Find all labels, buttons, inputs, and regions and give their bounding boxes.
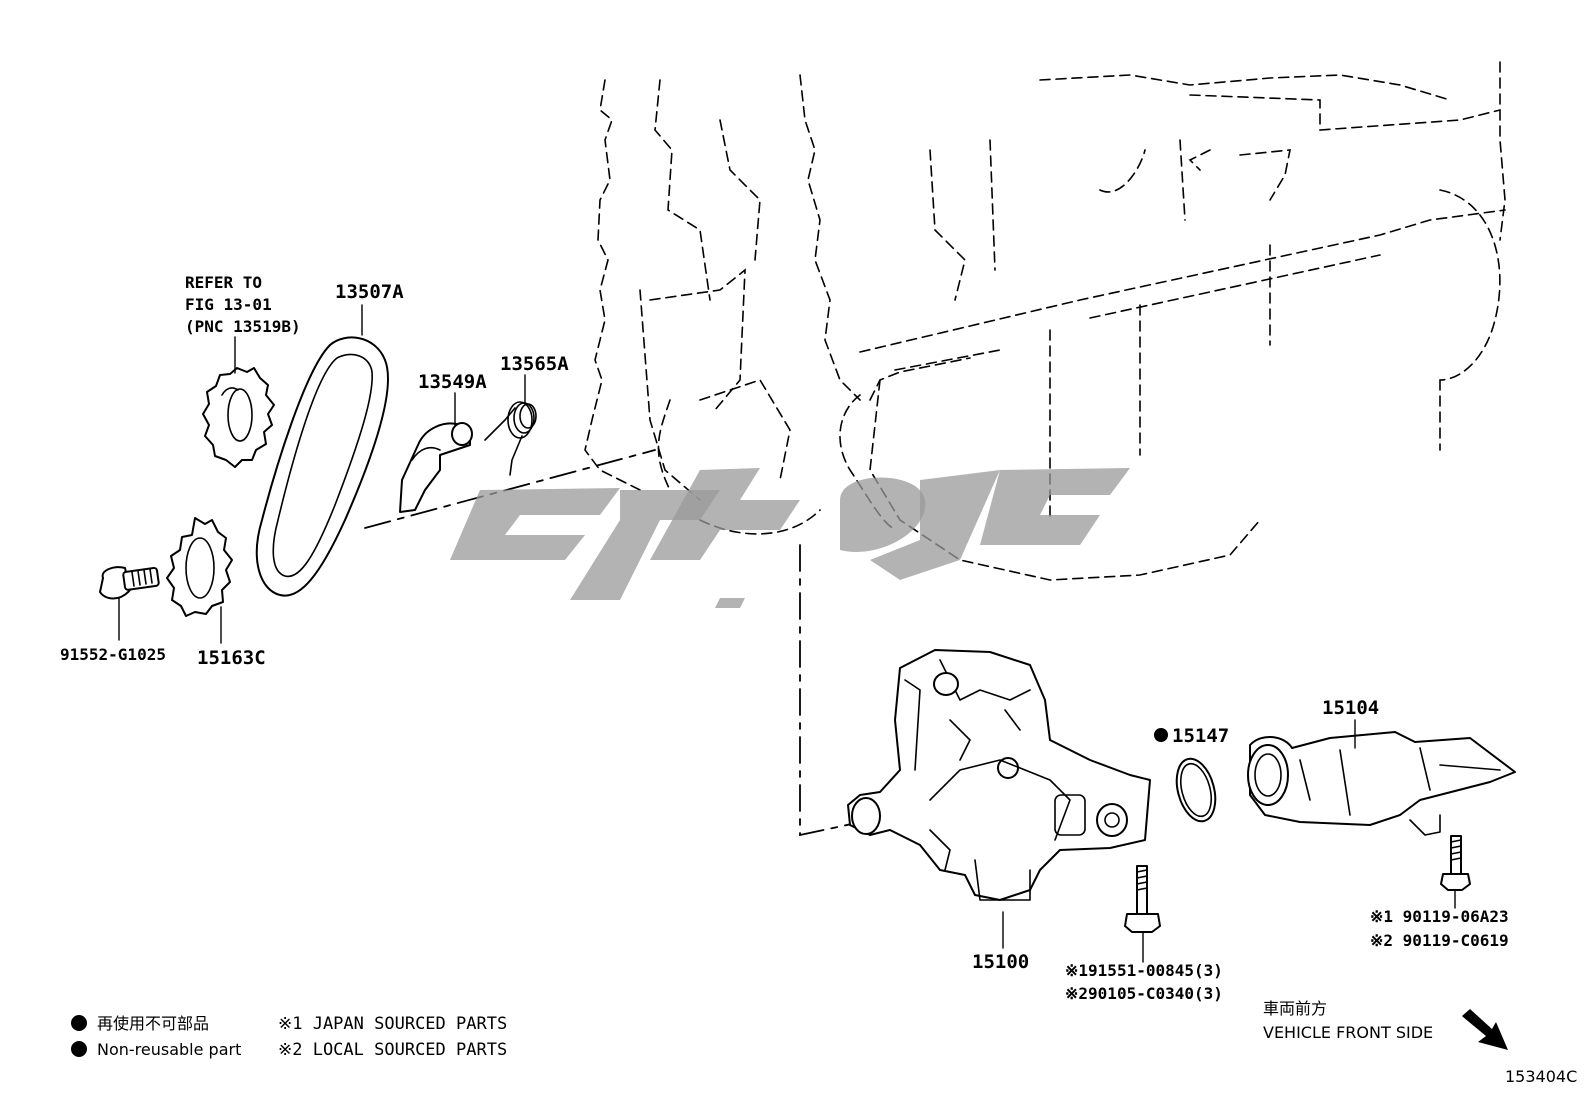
oil-pump-bolt bbox=[1124, 865, 1161, 933]
legend-japan-sourced: ※1 JAPAN SOURCED PARTS bbox=[278, 1014, 507, 1034]
label-bolt-jp-center: ※191551-00845(3) bbox=[1065, 961, 1223, 980]
label-15147: 15147 bbox=[1172, 725, 1229, 747]
leader-lines bbox=[118, 304, 1456, 963]
oil-pump-assembly bbox=[847, 649, 1151, 901]
legend: 再使用不可部品 Non-reusable part ※1 JAPAN SOURC… bbox=[71, 1014, 507, 1060]
label-15163C: 15163C bbox=[197, 647, 266, 669]
legend-non-reusable-jp: 再使用不可部品 bbox=[97, 1014, 209, 1033]
camshaft-sprocket-ref bbox=[202, 367, 275, 468]
timing-chain bbox=[255, 336, 390, 597]
direction-en: VEHICLE FRONT SIDE bbox=[1263, 1023, 1433, 1042]
legend-dot-icon bbox=[71, 1015, 87, 1031]
watermark-logo bbox=[450, 468, 1130, 608]
label-bolt-jp-right: ※1 90119-06A23 bbox=[1370, 907, 1509, 926]
oil-strainer bbox=[1247, 731, 1516, 836]
label-bolt-local-right: ※2 90119-C0619 bbox=[1370, 931, 1509, 950]
vehicle-front-indicator: 車両前方 VEHICLE FRONT SIDE bbox=[1263, 999, 1508, 1050]
figure-code: 153404C bbox=[1505, 1067, 1577, 1086]
refer-line-2: FIG 13-01 bbox=[185, 295, 272, 314]
label-15104: 15104 bbox=[1322, 697, 1379, 719]
refer-line-3: (PNC 13519B) bbox=[185, 317, 301, 336]
legend-dot-icon bbox=[71, 1041, 87, 1057]
legend-non-reusable-en: Non-reusable part bbox=[97, 1040, 241, 1059]
label-13507A: 13507A bbox=[335, 281, 404, 303]
chain-tensioner-arm bbox=[399, 422, 473, 513]
label-91552-G1025: 91552-G1025 bbox=[60, 645, 166, 664]
tensioner-spring bbox=[484, 401, 537, 476]
sprocket-bolt bbox=[99, 566, 160, 600]
arrow-down-right-icon bbox=[1462, 1009, 1508, 1050]
part-labels: REFER TO FIG 13-01 (PNC 13519B) 13507A 1… bbox=[60, 273, 1509, 1003]
non-reusable-dot-icon bbox=[1154, 728, 1168, 742]
label-bolt-local-center: ※290105-C0340(3) bbox=[1065, 984, 1223, 1003]
refer-line-1: REFER TO bbox=[185, 273, 262, 292]
oil-pump-drive-sprocket bbox=[166, 517, 233, 617]
direction-jp: 車両前方 bbox=[1263, 999, 1327, 1018]
legend-local-sourced: ※2 LOCAL SOURCED PARTS bbox=[278, 1040, 507, 1060]
label-15100: 15100 bbox=[972, 951, 1029, 973]
strainer-bolt bbox=[1440, 835, 1471, 891]
label-13549A: 13549A bbox=[418, 371, 487, 393]
label-13565A: 13565A bbox=[500, 353, 569, 375]
o-ring bbox=[1175, 757, 1217, 823]
